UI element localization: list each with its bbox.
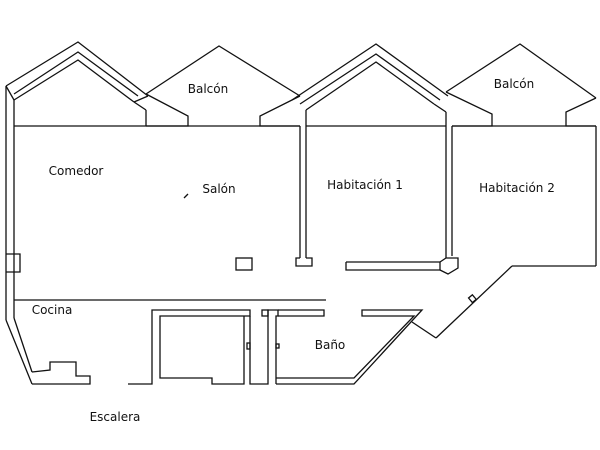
cocina-label: Cocina [31,303,73,317]
habitacion-2-label: Habitación 2 [479,181,555,195]
bano-label: Baño [314,338,346,352]
escalera-label: Escalera [89,410,141,424]
left-gable [5,41,149,126]
salon-label: Salón [202,182,236,196]
balcon-left-label: Balcón [187,82,229,96]
balcon-right-label: Balcón [493,77,535,91]
comedor-label: Comedor [48,164,104,178]
walls [5,86,597,385]
center-gable [291,43,449,126]
habitacion-1-label: Habitación 1 [327,178,403,192]
